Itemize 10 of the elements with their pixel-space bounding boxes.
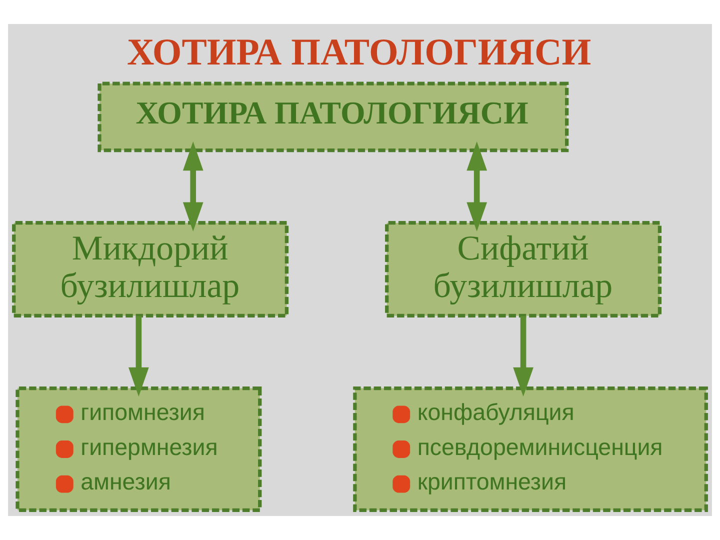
node-box: Микдорий бузилишлар (12, 221, 289, 318)
arrow (513, 316, 534, 397)
node-box: Сифатий бузилишлар (385, 221, 662, 318)
diagram-title: ХОТИРА ПАТОЛОГИЯСИ (127, 31, 592, 74)
arrow (466, 142, 488, 232)
arrow (182, 142, 204, 232)
arrow (128, 316, 149, 397)
node-box: ХОТИРА ПАТОЛОГИЯСИ (98, 82, 569, 152)
node-box: гипомнезия гипермнезия амнезия (16, 386, 262, 512)
node-box: конфабуляция псевдореминисценция криптомнезия (353, 386, 708, 512)
